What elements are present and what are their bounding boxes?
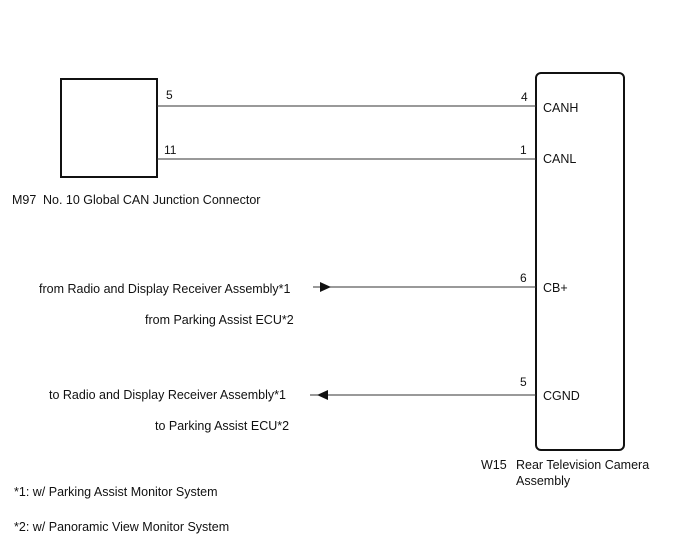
pin-label-w15-5: 5 [520,375,527,389]
cgnd-dest-line2: to Parking Assist ECU*2 [155,419,289,433]
pin-label-m97-11: 11 [164,143,177,157]
signal-label-canh: CANH [543,101,578,115]
arrow-right-icon [320,282,331,292]
pin-label-w15-4: 4 [521,90,528,104]
arrow-left-icon [317,390,328,400]
junction-connector-name: No. 10 Global CAN Junction Connector [43,193,260,207]
signal-label-canl: CANL [543,152,576,166]
pin-label-w15-6: 6 [520,271,527,285]
junction-connector-box [60,78,158,178]
signal-label-cb-plus: CB+ [543,281,568,295]
camera-assembly-name-line1: Rear Television Camera [516,458,649,472]
pin-label-m97-5: 5 [166,88,173,102]
junction-connector-code: M97 [12,193,36,207]
footnote-1: *1: w/ Parking Assist Monitor System [14,485,218,499]
cb-source-line1: from Radio and Display Receiver Assembly… [39,282,291,296]
cgnd-dest-line1: to Radio and Display Receiver Assembly*1 [49,388,286,402]
pin-label-w15-1: 1 [520,143,527,157]
camera-assembly-box [535,72,625,451]
camera-assembly-code: W15 [481,458,507,472]
camera-assembly-name-line2: Assembly [516,474,571,488]
cb-source-line2: from Parking Assist ECU*2 [145,313,294,327]
footnote-2: *2: w/ Panoramic View Monitor System [14,520,229,534]
signal-label-cgnd: CGND [543,389,580,403]
